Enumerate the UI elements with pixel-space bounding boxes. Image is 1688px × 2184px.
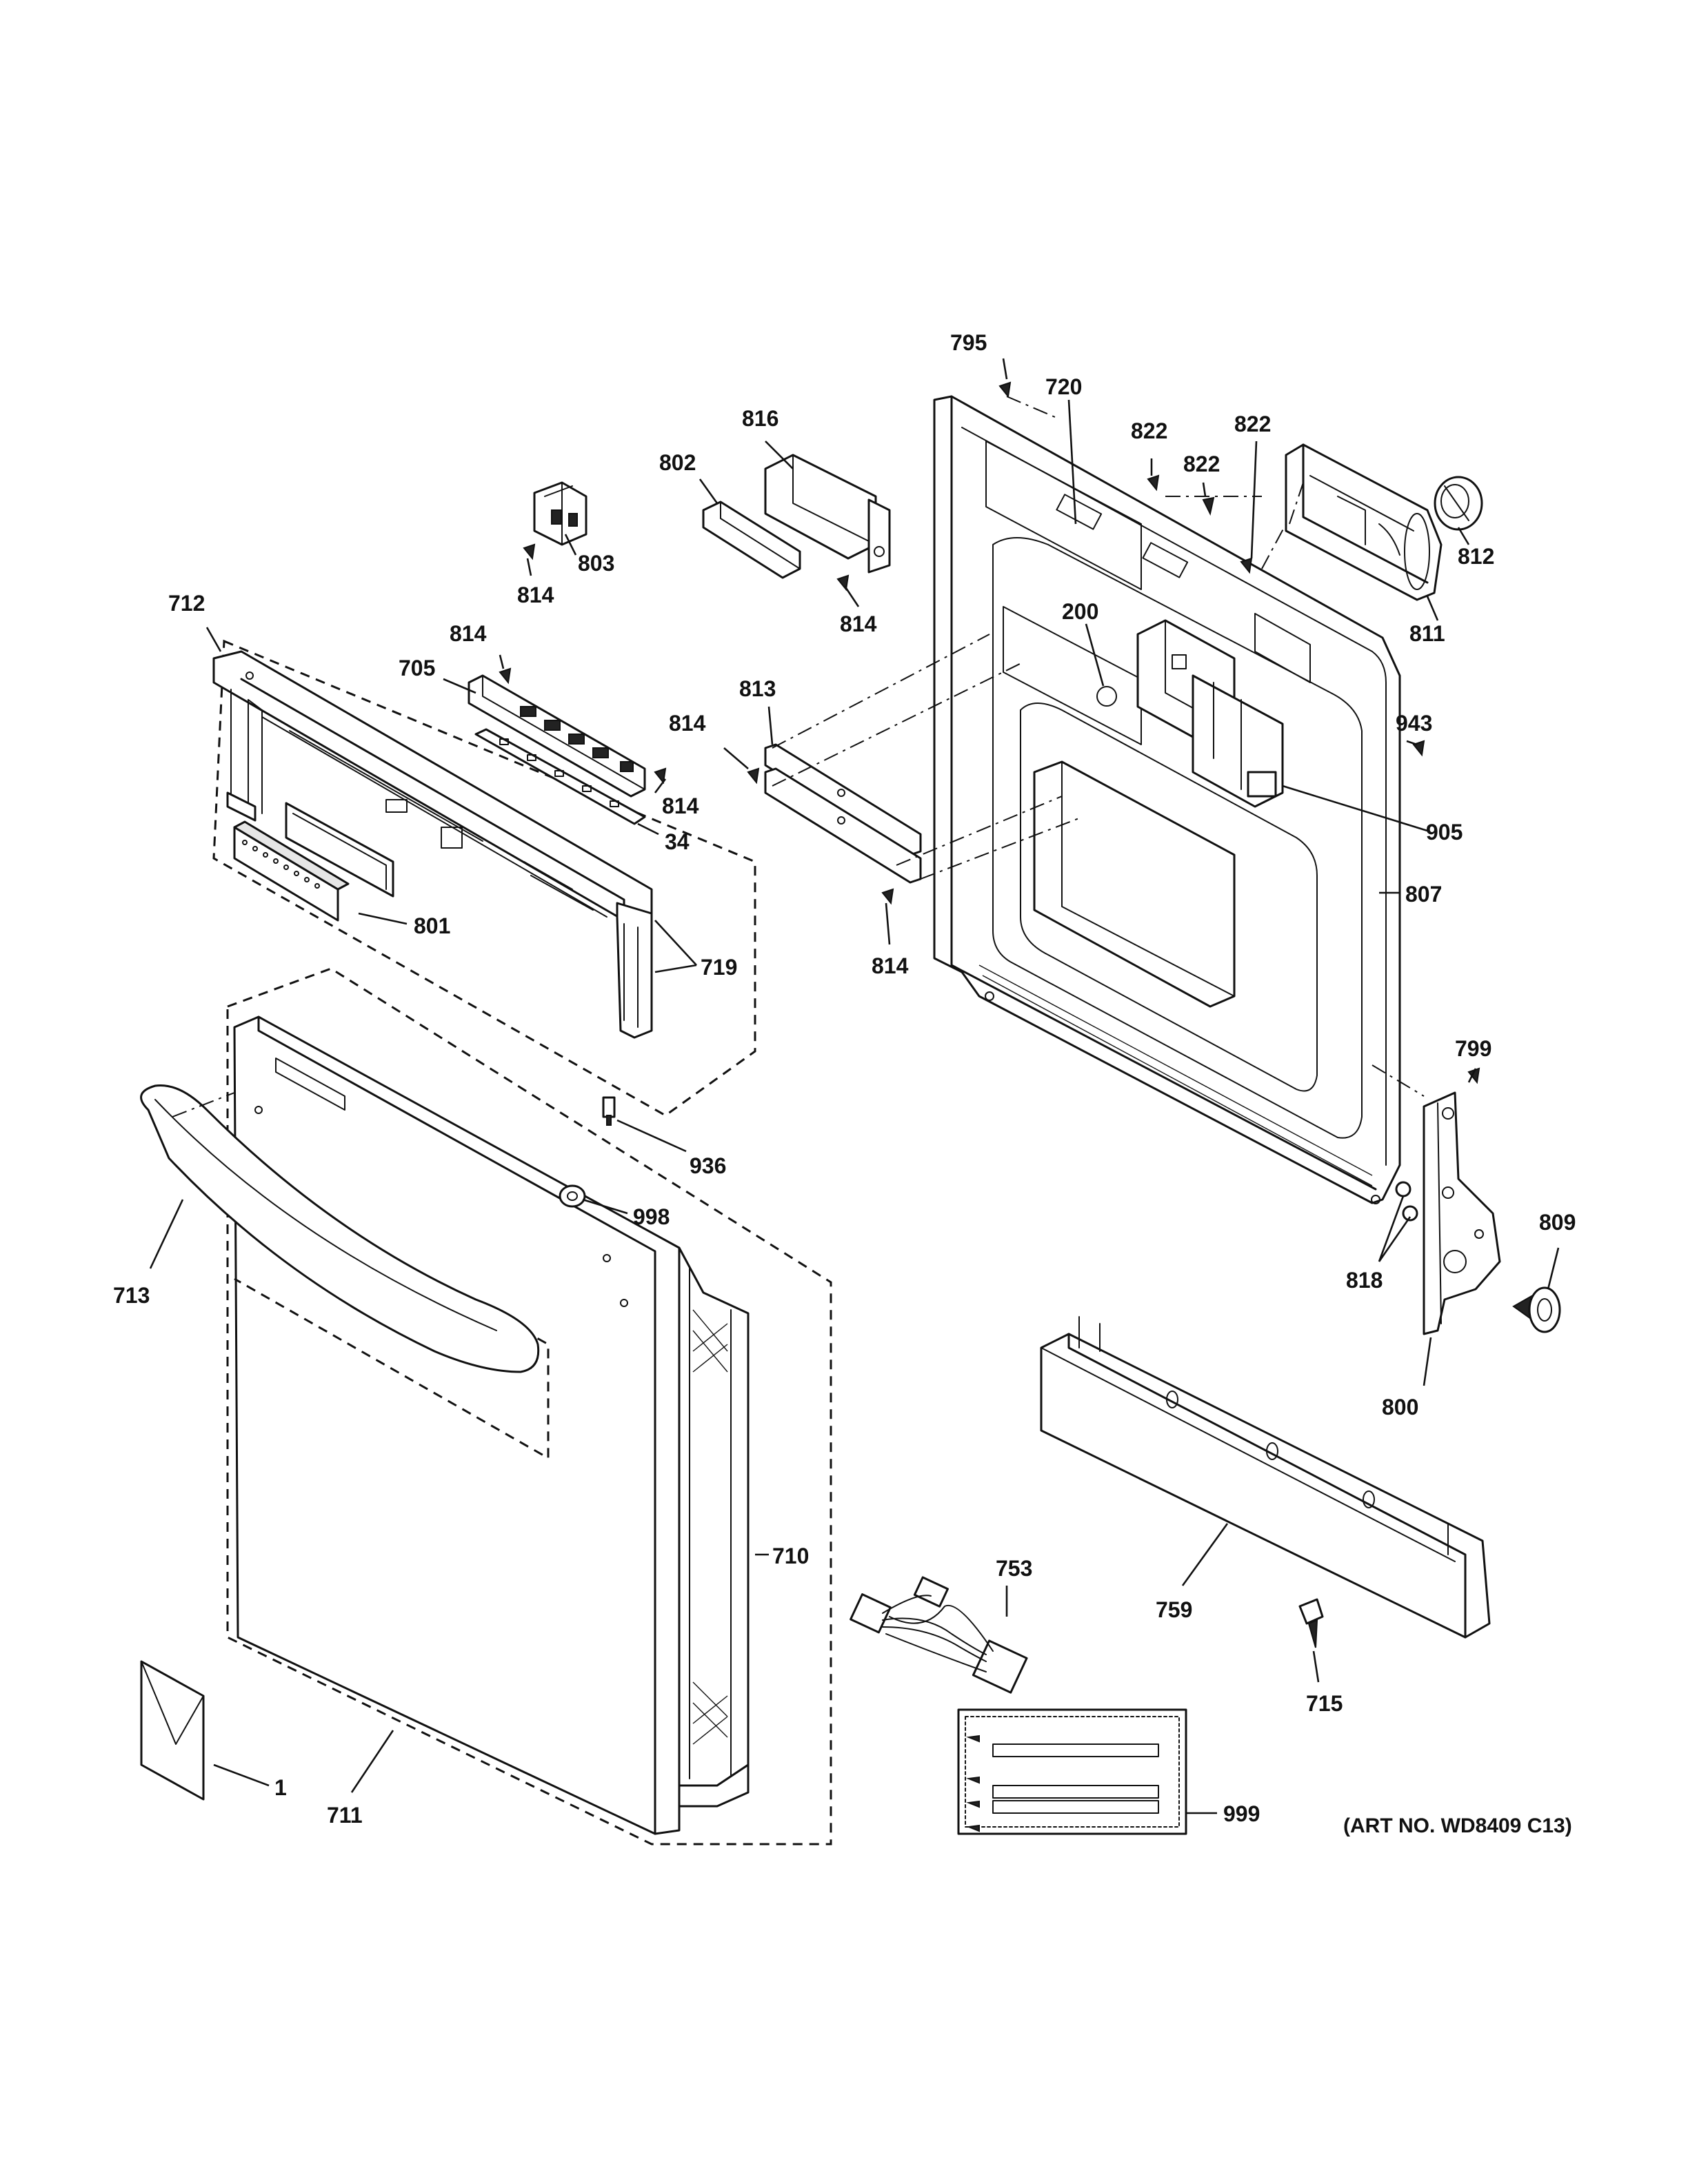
dispenser-cap-part-812: [1434, 476, 1483, 531]
callout-943: 943: [1396, 711, 1432, 736]
bracket-part-816: [764, 454, 891, 574]
callout-710: 710: [772, 1544, 809, 1568]
callout-795: 795: [950, 330, 987, 355]
callout-800: 800: [1382, 1395, 1418, 1419]
callout-814: 814: [662, 793, 699, 818]
callout-712: 712: [168, 591, 205, 616]
bumper-part-998: [559, 1184, 586, 1208]
callout-822: 822: [1183, 452, 1220, 476]
door-hinge-part-800: [1423, 1091, 1501, 1335]
door-latch-part-905: [1136, 619, 1284, 808]
callout-labels: 795 720 822 822 822 816 802 803 814 814 …: [113, 330, 1576, 1828]
washer-part-818: [1395, 1181, 1418, 1222]
alignment-lines: [172, 396, 1425, 1118]
wire-harness-part-753: [850, 1576, 1028, 1694]
outer-door-group-outline: [226, 967, 832, 1846]
callout-1: 1: [274, 1775, 287, 1800]
switch-part-803: [533, 481, 587, 546]
inner-door-panel-part-807: [933, 395, 1401, 1204]
dispenser-part-811: [1285, 443, 1443, 601]
callout-936: 936: [690, 1153, 726, 1178]
control-panel-group-outline: [212, 639, 756, 1117]
hinge-pulley-part-809: [1512, 1286, 1561, 1333]
callout-814: 814: [840, 611, 877, 636]
callout-814: 814: [872, 953, 909, 978]
callout-719: 719: [701, 955, 737, 980]
handle-hidden-outline: [234, 1167, 550, 1460]
part-936: [602, 1096, 616, 1126]
callout-999: 999: [1223, 1801, 1260, 1826]
outer-door-panel-part-711: [233, 1015, 681, 1835]
callout-803: 803: [578, 551, 614, 576]
display-lens-part-801: [233, 802, 394, 922]
toe-kick-part-759: [1040, 1316, 1491, 1639]
control-board-part-705: [468, 674, 646, 798]
side-trim-part-710: [678, 1246, 750, 1808]
callout-905: 905: [1426, 820, 1463, 845]
callout-814: 814: [450, 621, 487, 646]
callout-34: 34: [665, 829, 690, 854]
trim-bracket-part-813: [764, 743, 922, 884]
callout-814: 814: [517, 583, 554, 607]
leader-lines: [149, 358, 1560, 1814]
bar-part-802: [702, 501, 801, 579]
callout-705: 705: [399, 656, 435, 680]
callout-753: 753: [996, 1556, 1032, 1581]
callout-807: 807: [1405, 882, 1442, 907]
callout-809: 809: [1539, 1210, 1576, 1235]
callout-812: 812: [1458, 544, 1494, 569]
screw-part-715: [1298, 1598, 1324, 1648]
circuit-board-part-34: [474, 728, 646, 825]
door-handle-part-713: [140, 1084, 540, 1373]
callout-799: 799: [1455, 1036, 1491, 1061]
callout-816: 816: [742, 406, 778, 431]
callout-811: 811: [1409, 621, 1445, 646]
callout-998: 998: [633, 1204, 670, 1229]
end-cap-part-719: [616, 902, 653, 1039]
hardware-kit-part-999: [957, 1708, 1187, 1835]
art-number-label: (ART NO. WD8409 C13): [1343, 1814, 1572, 1837]
callout-802: 802: [659, 450, 696, 475]
callout-818: 818: [1346, 1268, 1383, 1293]
callout-200: 200: [1062, 599, 1098, 624]
callout-720: 720: [1045, 374, 1082, 399]
callout-711: 711: [327, 1803, 363, 1828]
callout-713: 713: [113, 1283, 150, 1308]
literature-envelope-part-1: [140, 1660, 205, 1801]
callout-822: 822: [1131, 418, 1167, 443]
callout-759: 759: [1156, 1597, 1192, 1622]
callout-715: 715: [1306, 1691, 1343, 1716]
callout-814: 814: [669, 711, 706, 736]
screws: [499, 381, 1480, 1084]
callout-813: 813: [739, 676, 776, 701]
callout-801: 801: [414, 913, 450, 938]
callout-822: 822: [1234, 412, 1271, 436]
